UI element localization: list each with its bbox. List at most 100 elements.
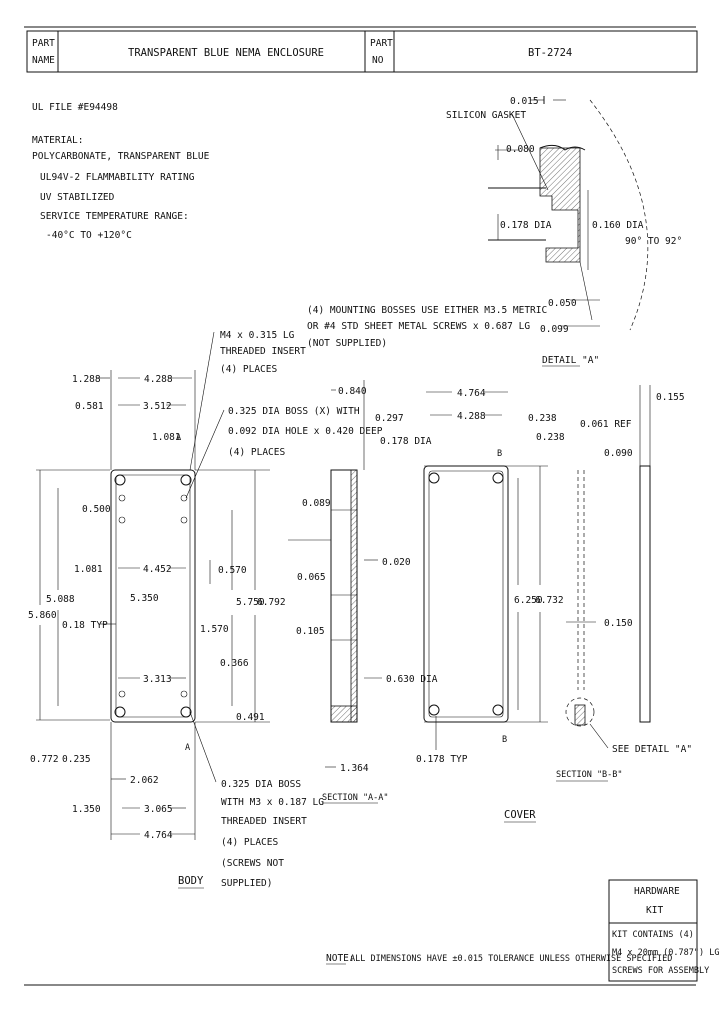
title-block: PART NAME TRANSPARENT BLUE NEMA ENCLOSUR… xyxy=(26,30,698,73)
tolerance-note: NOTE: ALL DIMENSIONS HAVE ±0.015 TOLERAN… xyxy=(326,953,672,965)
svg-text:SCREWS FOR ASSEMBLY: SCREWS FOR ASSEMBLY xyxy=(612,966,709,976)
threaded-insert-note: M4 x 0.315 LG THREADED INSERT (4) PLACES xyxy=(189,330,306,471)
svg-text:0.366: 0.366 xyxy=(220,658,249,669)
svg-text:3.512: 3.512 xyxy=(143,401,172,412)
svg-text:1.081: 1.081 xyxy=(74,564,103,575)
svg-text:6.792: 6.792 xyxy=(257,597,286,608)
svg-text:0.238: 0.238 xyxy=(536,432,565,443)
svg-text:90° TO 92°: 90° TO 92° xyxy=(625,236,682,247)
svg-text:0.089: 0.089 xyxy=(302,498,331,509)
svg-text:0.105: 0.105 xyxy=(296,626,325,637)
svg-text:0.325 DIA BOSS (X) WITH: 0.325 DIA BOSS (X) WITH xyxy=(228,406,360,417)
svg-text:0.160 DIA: 0.160 DIA xyxy=(592,220,644,231)
svg-text:3.313: 3.313 xyxy=(143,674,172,685)
svg-text:6.250: 6.250 xyxy=(514,595,543,606)
svg-text:4.288: 4.288 xyxy=(457,411,486,422)
svg-text:1.288: 1.288 xyxy=(72,374,101,385)
svg-text:THREADED INSERT: THREADED INSERT xyxy=(220,346,306,357)
svg-text:HARDWARE: HARDWARE xyxy=(634,886,680,897)
material-heading: MATERIAL: xyxy=(32,135,83,146)
svg-text:4.764: 4.764 xyxy=(457,388,486,399)
svg-text:0.297: 0.297 xyxy=(375,413,404,424)
cover-view: 4.764 4.288 0.238 0.238 B B 6.250 6.732 … xyxy=(416,388,565,823)
svg-text:(SCREWS NOT: (SCREWS NOT xyxy=(221,858,284,869)
svg-text:0.150: 0.150 xyxy=(604,618,633,629)
svg-text:DETAIL "A": DETAIL "A" xyxy=(542,355,599,366)
svg-text:5.350: 5.350 xyxy=(130,593,159,604)
svg-text:4.452: 4.452 xyxy=(143,564,172,575)
ul-file: UL FILE #E94498 xyxy=(32,102,118,113)
svg-text:0.235: 0.235 xyxy=(62,754,91,765)
svg-text:5.750: 5.750 xyxy=(236,597,265,608)
svg-text:0.491: 0.491 xyxy=(236,712,265,723)
part-name: TRANSPARENT BLUE NEMA ENCLOSURE xyxy=(128,47,324,59)
svg-text:0.238: 0.238 xyxy=(528,413,557,424)
svg-text:NOTE:: NOTE: xyxy=(326,953,355,964)
svg-text:0.178 DIA: 0.178 DIA xyxy=(500,220,552,231)
svg-text:0.570: 0.570 xyxy=(218,565,247,576)
svg-text:THREADED INSERT: THREADED INSERT xyxy=(221,816,307,827)
part-no: BT-2724 xyxy=(528,47,572,59)
svg-text:3.065: 3.065 xyxy=(144,804,173,815)
svg-text:(NOT SUPPLIED): (NOT SUPPLIED) xyxy=(307,338,387,349)
svg-text:0.178 DIA: 0.178 DIA xyxy=(380,436,432,447)
svg-text:WITH M3 x 0.187 LG: WITH M3 x 0.187 LG xyxy=(221,797,324,808)
cover-label: COVER xyxy=(504,809,536,821)
part-name-label: PART xyxy=(32,38,55,49)
svg-text:KIT CONTAINS (4): KIT CONTAINS (4) xyxy=(612,930,694,940)
svg-text:1.350: 1.350 xyxy=(72,804,101,815)
svg-text:OR #4 STD SHEET METAL SCREWS x: OR #4 STD SHEET METAL SCREWS x 0.687 LG xyxy=(307,321,530,332)
material-line: POLYCARBONATE, TRANSPARENT BLUE xyxy=(32,151,210,162)
svg-text:0.015: 0.015 xyxy=(510,96,539,107)
section-b-b: 0.155 0.061 REF 0.090 0.150 SEE DETAIL "… xyxy=(556,385,692,782)
section-aa-label: SECTION "A-A" xyxy=(322,793,389,803)
svg-text:SEE DETAIL "A": SEE DETAIL "A" xyxy=(612,744,692,755)
svg-text:SILICON GASKET: SILICON GASKET xyxy=(446,110,526,121)
body-view: 1.288 4.288 0.581 3.512 1.081 A 0.500 1.… xyxy=(28,370,286,889)
svg-text:KIT: KIT xyxy=(646,905,663,916)
svg-text:M4 x 20mm (0.787") LG: M4 x 20mm (0.787") LG xyxy=(612,948,719,958)
svg-text:0.18 TYP: 0.18 TYP xyxy=(62,620,108,631)
svg-text:4.288: 4.288 xyxy=(144,374,173,385)
svg-text:1.081: 1.081 xyxy=(152,432,181,443)
material-line: -40°C TO +120°C xyxy=(46,230,132,241)
svg-text:A: A xyxy=(185,743,190,753)
svg-text:0.500: 0.500 xyxy=(82,504,111,515)
svg-text:M4 x 0.315 LG: M4 x 0.315 LG xyxy=(220,330,295,341)
svg-text:6.732: 6.732 xyxy=(535,595,564,606)
svg-text:SUPPLIED): SUPPLIED) xyxy=(221,878,272,889)
svg-text:0.840: 0.840 xyxy=(338,386,367,397)
svg-text:ALL DIMENSIONS HAVE ±0.015 TOL: ALL DIMENSIONS HAVE ±0.015 TOLERANCE UNL… xyxy=(350,954,672,964)
svg-text:A: A xyxy=(176,433,181,443)
svg-text:1.570: 1.570 xyxy=(200,624,229,635)
body-label: BODY xyxy=(178,875,204,887)
section-a-a: 0.840 0.297 0.178 DIA 0.089 0.065 0.020 … xyxy=(288,380,438,804)
svg-text:NAME: NAME xyxy=(32,55,55,66)
svg-text:0.061 REF: 0.061 REF xyxy=(580,419,632,430)
svg-text:(4) PLACES: (4) PLACES xyxy=(220,364,277,375)
svg-text:0.630 DIA: 0.630 DIA xyxy=(386,674,438,685)
detail-a: 0.015 SILICON GASKET 0.080 0.178 DIA 0.1… xyxy=(446,96,682,367)
part-no-label: PART xyxy=(370,38,393,49)
svg-text:NO: NO xyxy=(372,55,384,66)
svg-text:0.772: 0.772 xyxy=(30,754,59,765)
material-line: UL94V-2 FLAMMABILITY RATING xyxy=(40,172,195,183)
material-line: UV STABILIZED xyxy=(40,192,115,203)
svg-text:(4) PLACES: (4) PLACES xyxy=(228,447,285,458)
svg-text:B: B xyxy=(497,449,502,459)
mounting-note: (4) MOUNTING BOSSES USE EITHER M3.5 METR… xyxy=(307,305,547,349)
svg-text:0.581: 0.581 xyxy=(75,401,104,412)
svg-text:0.050: 0.050 xyxy=(548,298,577,309)
svg-text:0.092 DIA HOLE x 0.420 DEEP: 0.092 DIA HOLE x 0.420 DEEP xyxy=(228,426,383,437)
svg-text:0.080: 0.080 xyxy=(506,144,535,155)
svg-text:0.099: 0.099 xyxy=(540,324,569,335)
svg-text:0.178 TYP: 0.178 TYP xyxy=(416,754,468,765)
material-line: SERVICE TEMPERATURE RANGE: xyxy=(40,211,189,222)
dia-boss-bottom-note: 0.325 DIA BOSS WITH M3 x 0.187 LG THREAD… xyxy=(189,711,324,889)
svg-text:0.090: 0.090 xyxy=(604,448,633,459)
svg-text:B: B xyxy=(502,735,507,745)
svg-text:0.155: 0.155 xyxy=(656,392,685,403)
svg-text:5.860: 5.860 xyxy=(28,610,57,621)
svg-text:0.065: 0.065 xyxy=(297,572,326,583)
